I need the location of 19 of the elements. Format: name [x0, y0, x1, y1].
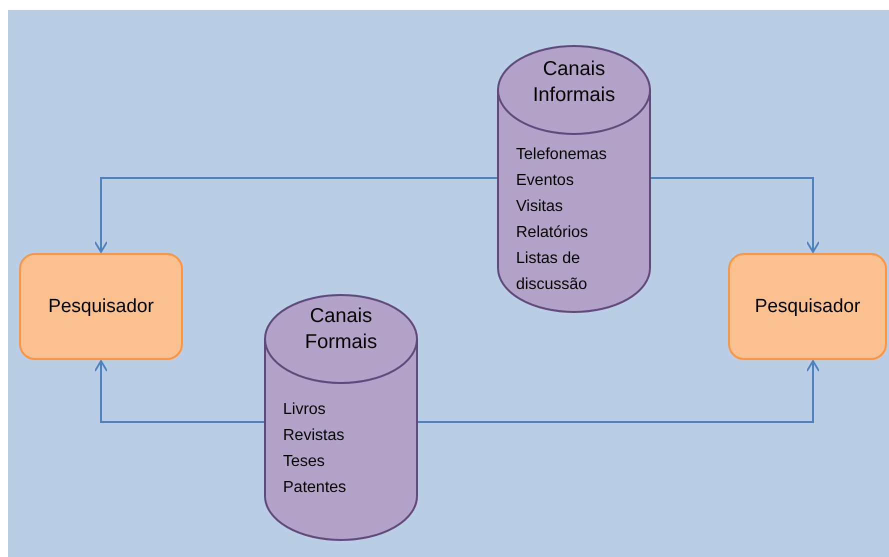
process-box — [728, 253, 887, 360]
process-box — [19, 253, 183, 360]
arrow — [650, 177, 820, 253]
list-item: Listas de discussão — [516, 249, 588, 295]
list-item: Visitas — [516, 197, 564, 217]
list-item: Telefonemas — [516, 145, 608, 165]
list-item: Eventos — [516, 171, 575, 191]
arrow — [94, 360, 265, 423]
cylinder-title: Canais Informais — [532, 57, 616, 108]
list-item: Relatórios — [516, 223, 590, 243]
list-item: Teses — [283, 452, 326, 472]
box-label: Pesquisador — [754, 296, 860, 318]
cylinder-title: Canais Formais — [304, 304, 378, 355]
arrow — [94, 177, 498, 253]
arrow — [417, 360, 820, 423]
list-item: Livros — [283, 400, 327, 420]
list-item: Revistas — [283, 426, 346, 446]
list-item: Patentes — [283, 478, 348, 498]
box-label: Pesquisador — [48, 296, 154, 318]
